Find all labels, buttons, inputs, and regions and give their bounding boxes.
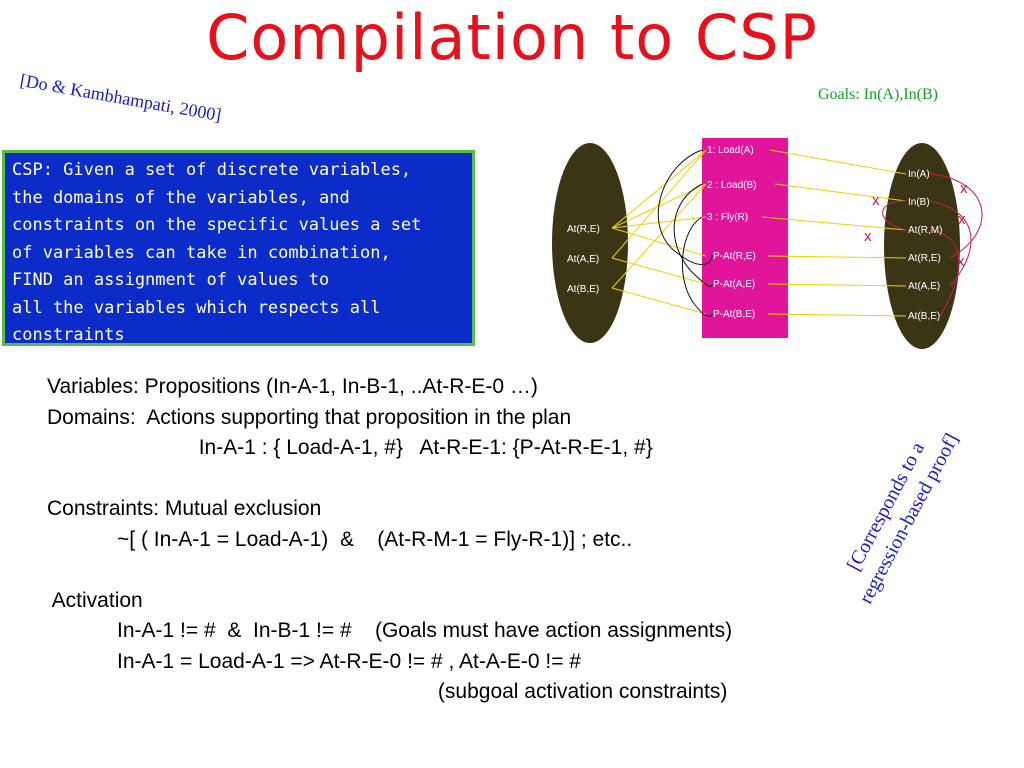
csp-line: CSP: Given a set of discrete variables, (12, 160, 412, 180)
right-prop-label: At(A,E) (908, 281, 940, 292)
csp-line: FIND an assignment of values to (12, 270, 330, 290)
body-line: (subgoal activation constraints) (47, 680, 728, 703)
slide-body: Variables: Propositions (In-A-1, In-B-1,… (47, 372, 947, 708)
body-line: In-A-1 = Load-A-1 => At-R-E-0 != # , At-… (47, 649, 581, 673)
action-label: 3 : Fly(R) (707, 212, 748, 223)
mutex-mark: x (957, 253, 965, 270)
action-label: 1: Load(A) (707, 145, 754, 156)
body-line: ~[ ( In-A-1 = Load-A-1) & (At-R-M-1 = Fl… (47, 527, 633, 551)
csp-line: the domains of the variables, and (12, 187, 350, 208)
body-line: In-A-1 : { Load-A-1, #} At-R-E-1: {P-At-… (47, 436, 653, 459)
left-prop-label: At(B,E) (567, 284, 599, 295)
left-prop-label: At(A,E) (567, 254, 599, 265)
action-label: 2 : Load(B) (707, 180, 756, 191)
action-label: P-At(R,E) (713, 251, 756, 262)
right-prop-label: At(R,E) (908, 253, 941, 264)
right-prop-label: In(A) (908, 169, 930, 180)
mutex-mark: x (960, 180, 968, 197)
action-label: P-At(A,E) (713, 279, 755, 290)
mutex-mark: x (958, 211, 966, 228)
body-line (47, 555, 947, 586)
csp-line: of variables can take in combination, (12, 242, 391, 263)
action-label: P-At(B,E) (713, 309, 755, 320)
body-line: In-A-1 != # & In-B-1 != # (Goals must ha… (47, 619, 733, 642)
body-line: Domains: Actions supporting that proposi… (47, 405, 572, 429)
csp-line: constraints on the specific values a set (12, 215, 422, 235)
csp-line: all the variables which respects all (12, 297, 381, 318)
mutex-mark: x (872, 192, 880, 209)
initial-state-ellipse (552, 143, 628, 343)
body-line: Variables: Propositions (In-A-1, In-B-1,… (47, 375, 538, 398)
action-layer-bar (702, 138, 788, 338)
csp-definition-box: CSP: Given a set of discrete variables, … (2, 150, 475, 346)
goals-label: Goals: In(A),In(B) (818, 86, 938, 103)
csp-line: constraints (12, 325, 125, 345)
left-prop-label: At(R,E) (567, 224, 600, 235)
body-line: Activation (47, 588, 143, 612)
right-prop-label: At(R,M) (908, 225, 942, 236)
body-line: Constraints: Mutual exclusion (47, 497, 322, 520)
goal-state-ellipse (884, 143, 960, 349)
slide-title: Compilation to CSP (206, 1, 818, 74)
right-prop-label: In(B) (908, 197, 930, 208)
right-prop-label: At(B,E) (908, 311, 940, 322)
mutex-mark: x (864, 228, 872, 245)
body-line (47, 464, 947, 495)
